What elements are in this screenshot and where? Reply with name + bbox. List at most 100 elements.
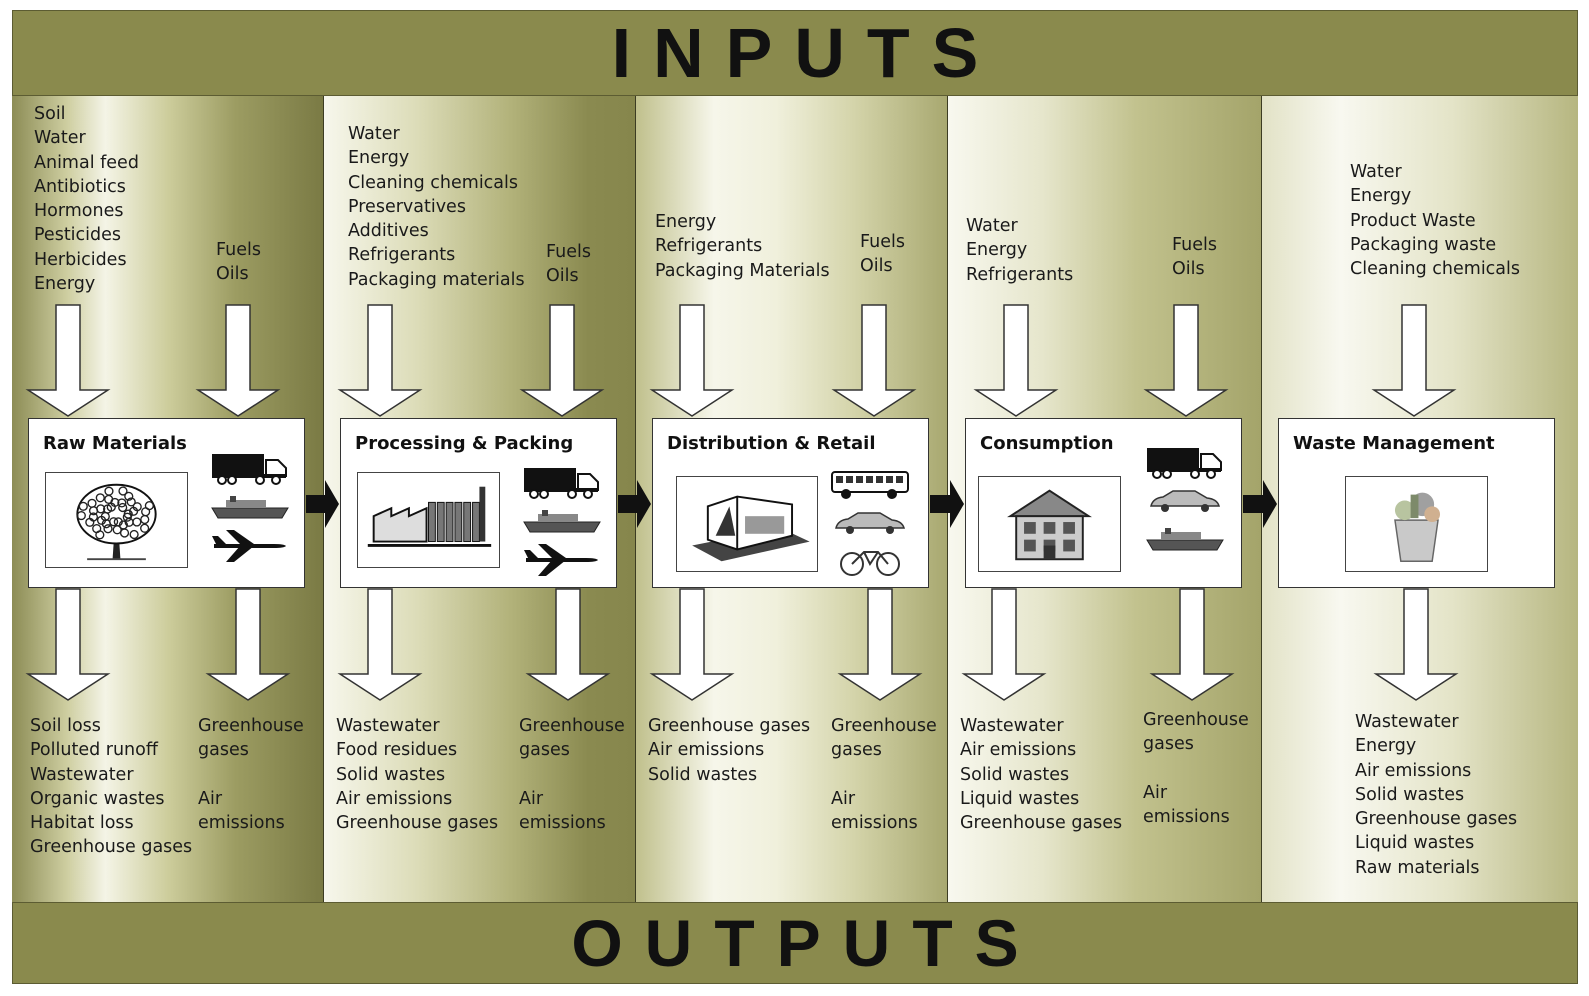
emission-outputs-consumption-line: Air: [1143, 782, 1168, 803]
emission-outputs-processing-packing-line: emissions: [519, 813, 606, 834]
outputs-list-consumption-line: Solid wastes: [960, 764, 1070, 785]
inputs-list-raw-materials-line: Hormones: [34, 201, 124, 222]
outputs-list-waste-management-line: Greenhouse gases: [1355, 809, 1518, 830]
truck-icon: [212, 454, 287, 485]
inputs-list-raw-materials-line: Soil: [34, 104, 66, 124]
ship-icon: [523, 510, 601, 533]
fuel-inputs-consumption-line: Oils: [1172, 259, 1205, 280]
fuel-inputs-distribution-retail-line: Oils: [860, 256, 893, 277]
inputs-list-processing-packing-line: Energy: [348, 148, 410, 169]
inputs-list-waste-management-line: Product Waste: [1350, 210, 1476, 231]
emission-outputs-processing-packing-line: Greenhouse: [519, 716, 625, 736]
outputs-list-waste-management-line: Air emissions: [1355, 760, 1472, 781]
truck-icon: [524, 468, 599, 499]
outputs-list-waste-management-line: Wastewater: [1355, 712, 1459, 732]
emission-outputs-distribution-retail-line: emissions: [831, 813, 918, 834]
stage-picture-distribution-retail: [676, 476, 818, 572]
emission-outputs-consumption-line: emissions: [1143, 807, 1230, 828]
house-icon: [1007, 489, 1092, 561]
emission-outputs-raw-materials-line: emissions: [198, 813, 285, 834]
emission-outputs-processing-packing-line: Air: [519, 788, 544, 809]
fuel-inputs-distribution-retail-line: Fuels: [860, 232, 905, 252]
outputs-list-raw-materials-line: Soil loss: [30, 716, 101, 736]
tree-icon: [76, 483, 157, 561]
emission-outputs-processing-packing-line: [519, 763, 625, 787]
outputs-list-consumption-line: Wastewater: [960, 716, 1064, 736]
vehicle-slot: [830, 506, 910, 545]
inputs-list-consumption-line: Refrigerants: [966, 264, 1074, 285]
outputs-list-consumption-line: Liquid wastes: [960, 788, 1080, 809]
emission-outputs-processing-packing: Greenhouse gases Air emissions: [519, 714, 625, 835]
store-icon: [692, 495, 810, 562]
emission-outputs-consumption-line: gases: [1143, 734, 1194, 755]
outputs-list-waste-management-line: Energy: [1355, 736, 1417, 757]
vehicle-slot: [522, 504, 602, 543]
inputs-list-waste-management-line: Cleaning chemicals: [1350, 259, 1521, 280]
fuel-inputs-processing-packing-line: Fuels: [546, 242, 591, 262]
vehicle-slot: [210, 490, 290, 529]
vehicle-slot: [830, 544, 910, 583]
factory-icon: [367, 486, 492, 547]
vehicle-slot: [210, 528, 290, 567]
inputs-list-waste-management-line: Energy: [1350, 186, 1412, 207]
inputs-list-processing-packing-line: Cleaning chemicals: [348, 172, 519, 193]
outputs-list-consumption-line: Greenhouse gases: [960, 813, 1123, 834]
car-icon: [835, 512, 905, 534]
emission-outputs-distribution-retail-line: Air: [831, 788, 856, 809]
emission-outputs-consumption-line: Greenhouse: [1143, 710, 1249, 730]
fuel-inputs-raw-materials-line: Fuels: [216, 240, 261, 260]
fuel-inputs-processing-packing-line: Oils: [546, 266, 579, 287]
emission-outputs-raw-materials-line: gases: [198, 740, 249, 761]
inputs-list-distribution-retail-line: Packaging Materials: [655, 260, 830, 281]
vehicle-slot: [1145, 484, 1225, 523]
outputs-list-processing-packing-line: Air emissions: [336, 788, 453, 809]
emission-outputs-distribution-retail-line: [831, 763, 937, 787]
airplane-icon: [524, 544, 598, 576]
stage-picture-processing-packing: [357, 472, 500, 568]
outputs-list-waste-management-line: Liquid wastes: [1355, 833, 1475, 854]
emission-outputs-distribution-retail-line: Greenhouse: [831, 716, 937, 736]
stage-title: Processing & Packing: [355, 433, 574, 454]
outputs-list-raw-materials-line: Polluted runoff: [30, 740, 158, 761]
emission-outputs-raw-materials-line: Greenhouse: [198, 716, 304, 736]
inputs-list-distribution-retail-line: Energy: [655, 212, 717, 232]
car-icon: [1150, 490, 1220, 512]
truck-icon: [1147, 448, 1222, 479]
inputs-list-processing-packing-line: Water: [348, 124, 400, 144]
inputs-list-raw-materials-line: Energy: [34, 274, 96, 295]
stage-title: Raw Materials: [43, 433, 187, 454]
outputs-list-raw-materials-line: Organic wastes: [30, 788, 165, 809]
outputs-list-raw-materials-line: Wastewater: [30, 764, 134, 785]
outputs-list-distribution-retail-line: Greenhouse gases: [648, 716, 811, 736]
outputs-list-processing-packing-line: Food residues: [336, 740, 458, 761]
outputs-label: OUTPUTS: [571, 906, 1041, 980]
inputs-list-consumption-line: Water: [966, 216, 1018, 236]
outputs-banner: OUTPUTS: [12, 902, 1578, 984]
inputs-list-distribution-retail-line: Refrigerants: [655, 236, 763, 257]
outputs-list-waste-management-line: Raw materials: [1355, 857, 1480, 878]
stage-title: Consumption: [980, 433, 1114, 454]
vehicle-slot: [1145, 446, 1225, 485]
inputs-list-processing-packing-line: Refrigerants: [348, 245, 456, 266]
vehicle-slot: [830, 468, 910, 507]
inputs-list-raw-materials-line: Herbicides: [34, 249, 127, 270]
outputs-list-processing-packing-line: Greenhouse gases: [336, 813, 499, 834]
inputs-list-raw-materials-line: Pesticides: [34, 225, 122, 246]
inputs-list-processing-packing-line: Additives: [348, 221, 429, 242]
fuel-inputs-raw-materials-line: Oils: [216, 264, 249, 285]
inputs-list-waste-management-line: Packaging waste: [1350, 234, 1497, 255]
emission-outputs-processing-packing-line: gases: [519, 740, 570, 761]
